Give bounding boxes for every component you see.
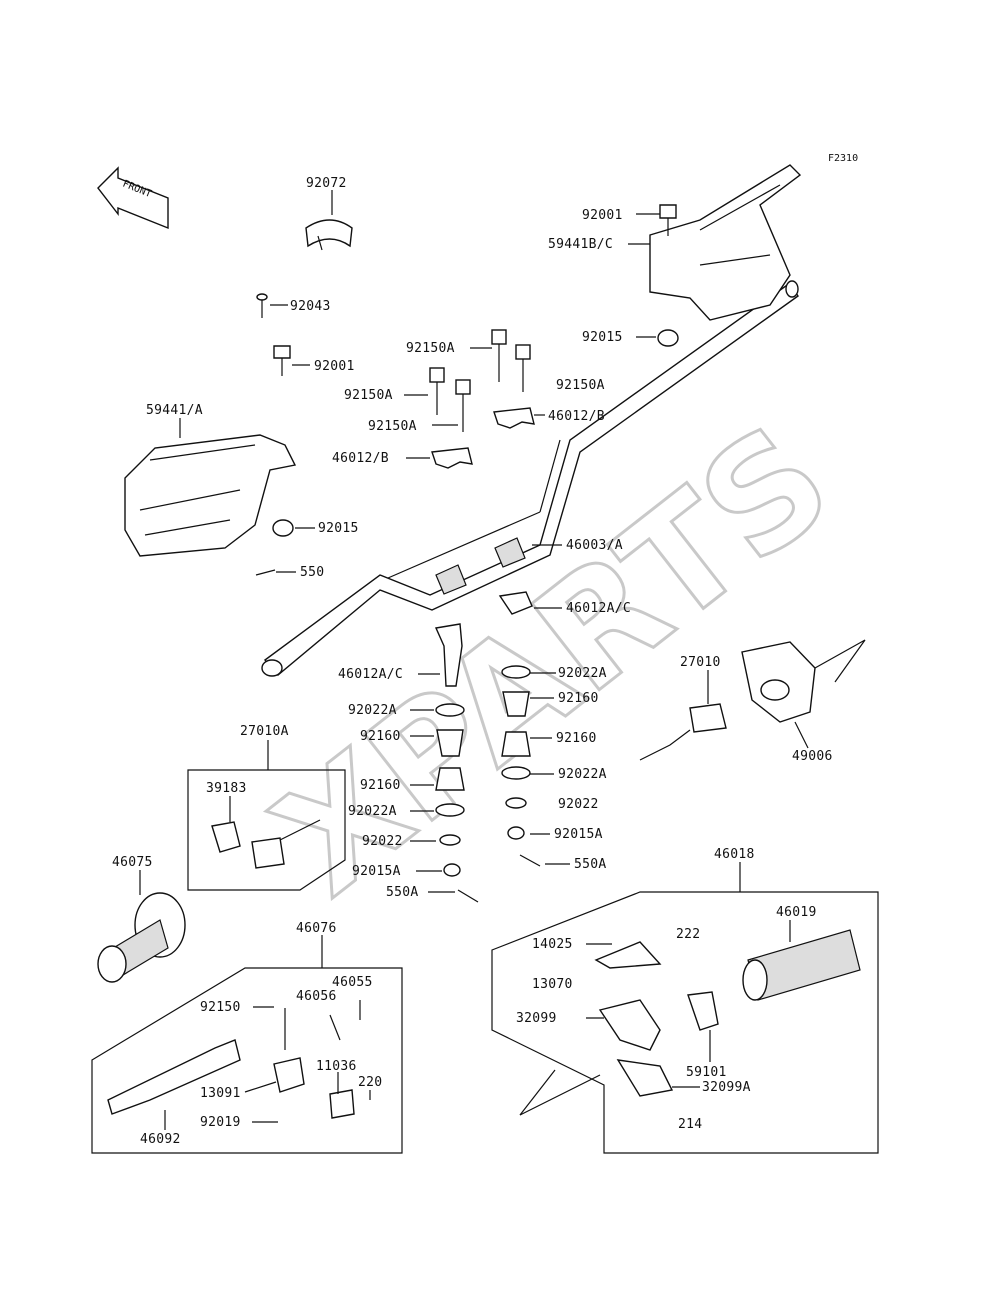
label-92043: 92043 (290, 299, 331, 314)
label-46012ac-right: 46012A/C (566, 601, 631, 616)
pin-92043-icon (256, 293, 268, 318)
label-92160-left-2: 92160 (360, 778, 401, 793)
label-550a-right: 550A (574, 857, 607, 872)
label-92015-left: 92015 (318, 521, 359, 536)
label-46012ac-left: 46012A/C (338, 667, 403, 682)
label-59101: 59101 (686, 1065, 727, 1080)
nut-92015-right-icon (657, 329, 679, 347)
label-92150: 92150 (200, 1000, 241, 1015)
label-550: 550 (300, 565, 324, 580)
label-14025: 14025 (532, 937, 573, 952)
left-handguard-59441a-icon (124, 434, 297, 557)
right-handguard-59441bc-icon (649, 164, 802, 321)
label-59441bc: 59441B/C (548, 237, 613, 252)
label-92022a-right-1: 92022A (558, 666, 607, 681)
label-49006: 49006 (792, 749, 833, 764)
label-46018: 46018 (714, 847, 755, 862)
label-220: 220 (358, 1075, 382, 1090)
label-46003a: 46003/A (566, 538, 623, 553)
part-labels: 92072 92001 59441B/C 92015 92043 92001 9… (112, 176, 833, 1147)
label-92160-left-1: 92160 (360, 729, 401, 744)
label-92015a-right: 92015A (554, 827, 603, 842)
label-46012b-left: 46012/B (332, 451, 389, 466)
nut-92015-left-icon (272, 519, 294, 537)
left-grip-46075-icon (97, 892, 186, 983)
label-92022-left: 92022 (362, 834, 403, 849)
throttle-cover-49006-icon (741, 639, 866, 723)
label-92001-right: 92001 (582, 208, 623, 223)
label-27010a: 27010A (240, 724, 289, 739)
label-92150a-3: 92150A (368, 419, 417, 434)
label-92022-right: 92022 (558, 797, 599, 812)
label-92019: 92019 (200, 1115, 241, 1130)
bolts-92150a-icon (429, 329, 531, 432)
label-46076: 46076 (296, 921, 337, 936)
label-92015a-left: 92015A (352, 864, 401, 879)
label-46092: 46092 (140, 1132, 181, 1147)
label-92150a-2: 92150A (344, 388, 393, 403)
label-92022a-left-2: 92022A (348, 804, 397, 819)
clamp-92072-icon (305, 219, 353, 251)
label-11036: 11036 (316, 1059, 357, 1074)
label-92022a-right-2: 92022A (558, 767, 607, 782)
lower-clamp-46012ac-left-icon (434, 623, 463, 687)
upper-clamp-46012b-left-icon (431, 447, 473, 469)
lower-clamp-46012ac-right-icon (498, 591, 533, 615)
damper-stack-left-icon (435, 703, 479, 903)
leader-lines (139, 190, 809, 1130)
upper-clamp-46012b-right-icon (493, 407, 535, 429)
label-92160-right-2: 92160 (556, 731, 597, 746)
label-214: 214 (678, 1117, 702, 1132)
label-92160-right-1: 92160 (558, 691, 599, 706)
front-direction-arrow-icon: FRONT (97, 166, 169, 230)
label-46019: 46019 (776, 905, 817, 920)
throttle-46018-box (491, 891, 879, 1154)
label-92022a-left-1: 92022A (348, 703, 397, 718)
label-92072: 92072 (306, 176, 347, 191)
label-13070: 13070 (532, 977, 573, 992)
label-92150a-1: 92150A (406, 341, 455, 356)
lever-46076-box (91, 967, 403, 1154)
switch-27010-icon (639, 703, 727, 761)
label-92015-right: 92015 (582, 330, 623, 345)
label-46012b-right: 46012/B (548, 409, 605, 424)
label-46056: 46056 (296, 989, 337, 1004)
label-32099: 32099 (516, 1011, 557, 1026)
label-46075: 46075 (112, 855, 153, 870)
label-550a-left: 550A (386, 885, 419, 900)
label-92150a-4: 92150A (556, 378, 605, 393)
cotter-pin-550-icon (255, 569, 276, 576)
label-27010: 27010 (680, 655, 721, 670)
damper-stack-right-icon (501, 665, 541, 867)
bolt-92001-left-icon (273, 345, 291, 376)
label-59441a: 59441/A (146, 403, 203, 418)
switch-27010a-box (187, 769, 346, 891)
label-92001-left: 92001 (314, 359, 355, 374)
handlebar-46003a-icon (261, 280, 799, 677)
label-222: 222 (676, 927, 700, 942)
figure-code: F2310 (828, 153, 858, 164)
label-39183: 39183 (206, 781, 247, 796)
label-32099a: 32099A (702, 1080, 751, 1095)
label-13091: 13091 (200, 1086, 241, 1101)
label-46055: 46055 (332, 975, 373, 990)
